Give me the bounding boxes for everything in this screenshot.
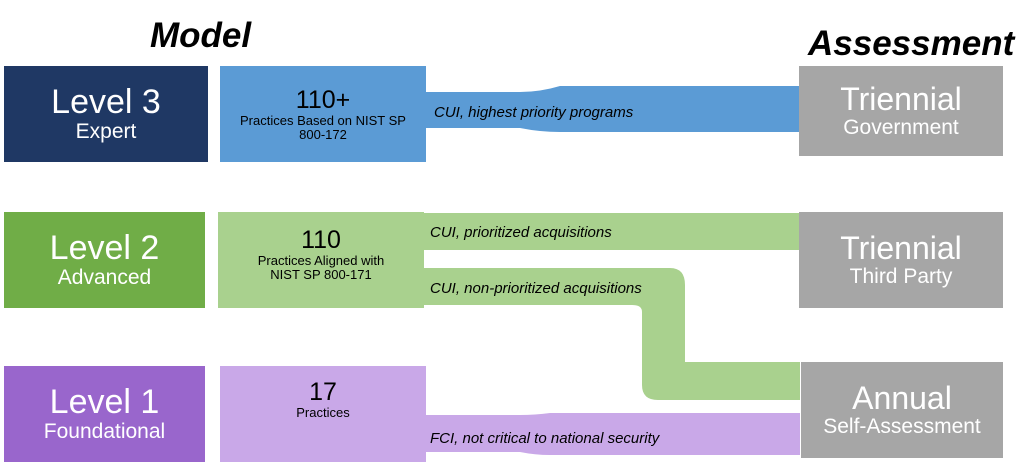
assessment-government-box: Triennial Government xyxy=(799,66,1003,156)
level-1-practice-desc-1: Practices xyxy=(296,405,350,420)
level-1-practices-box: 17 Practices xyxy=(220,366,426,462)
flow-label-fci: FCI, not critical to national security xyxy=(430,430,660,447)
level-1-title: Level 1 xyxy=(49,383,160,421)
model-header: Model xyxy=(150,16,252,55)
assessment-third-party-subtitle: Third Party xyxy=(849,265,953,288)
level-3-title: Level 3 xyxy=(51,83,161,121)
assessment-third-party-box: Triennial Third Party xyxy=(799,212,1003,308)
level-1-box: Level 1 Foundational xyxy=(4,366,205,462)
level-1-practice-count: 17 xyxy=(309,378,337,406)
level-2-practice-count: 110 xyxy=(301,226,341,254)
assessment-government-subtitle: Government xyxy=(843,116,959,139)
flow-band-prioritized xyxy=(422,213,800,250)
flow-band-fci xyxy=(422,413,800,455)
level-2-box: Level 2 Advanced xyxy=(4,212,205,308)
level-2-title: Level 2 xyxy=(49,229,160,267)
assessment-self-box: Annual Self-Assessment xyxy=(801,362,1003,458)
assessment-self-subtitle: Self-Assessment xyxy=(823,415,981,438)
assessment-header: Assessment xyxy=(808,24,1015,63)
level-3-practice-desc-2: 800-172 xyxy=(299,127,347,142)
level-3-practices-box: 110+ Practices Based on NIST SP 800-172 xyxy=(220,66,426,162)
flow-label-prioritized: CUI, prioritized acquisitions xyxy=(430,224,612,241)
level-3-practice-count: 110+ xyxy=(295,86,351,114)
level-1-subtitle: Foundational xyxy=(43,420,166,443)
flow-label-highest-priority: CUI, highest priority programs xyxy=(434,104,634,121)
flow-label-non-prioritized: CUI, non-prioritized acquisitions xyxy=(430,280,642,297)
level-2-practices-box: 110 Practices Aligned with NIST SP 800-1… xyxy=(218,212,424,308)
flow-band-highest-priority xyxy=(425,86,800,132)
level-2-subtitle: Advanced xyxy=(57,266,152,289)
assessment-government-title: Triennial xyxy=(840,81,962,117)
level-2-practice-desc-1: Practices Aligned with xyxy=(257,253,385,268)
assessment-third-party-title: Triennial xyxy=(840,230,962,266)
level-3-practice-desc-1: Practices Based on NIST SP xyxy=(240,113,406,128)
level-3-subtitle: Expert xyxy=(75,120,137,143)
level-2-practice-desc-2: NIST SP 800-171 xyxy=(270,267,372,282)
flow-band-non-prioritized xyxy=(422,268,800,400)
level-3-box: Level 3 Expert xyxy=(4,66,208,162)
assessment-self-title: Annual xyxy=(852,380,952,416)
